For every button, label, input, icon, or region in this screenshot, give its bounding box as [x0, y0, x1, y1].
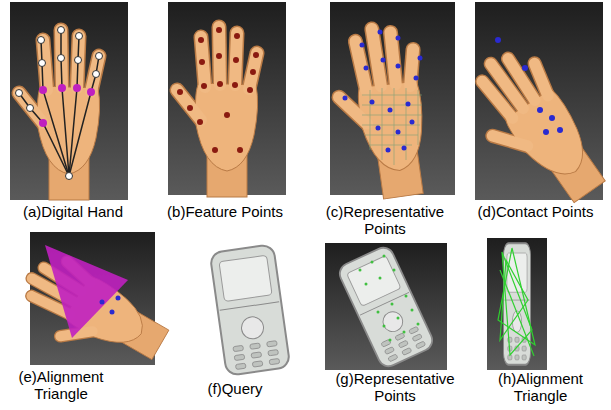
panel-caption: (f)Query [180, 380, 290, 397]
panel-caption: (g)Representative Points [315, 370, 475, 404]
panel-caption: (b)Feature Points [145, 203, 305, 220]
panel-caption: (h)Alignment Triangle [478, 370, 603, 404]
panel-caption: (e)Alignment Triangle [5, 368, 117, 402]
panel-caption: (c)Representative Points [310, 203, 460, 237]
panel-caption: (d)Contact Points [462, 203, 609, 220]
panel-caption: (a)Digital Hand [3, 203, 143, 220]
